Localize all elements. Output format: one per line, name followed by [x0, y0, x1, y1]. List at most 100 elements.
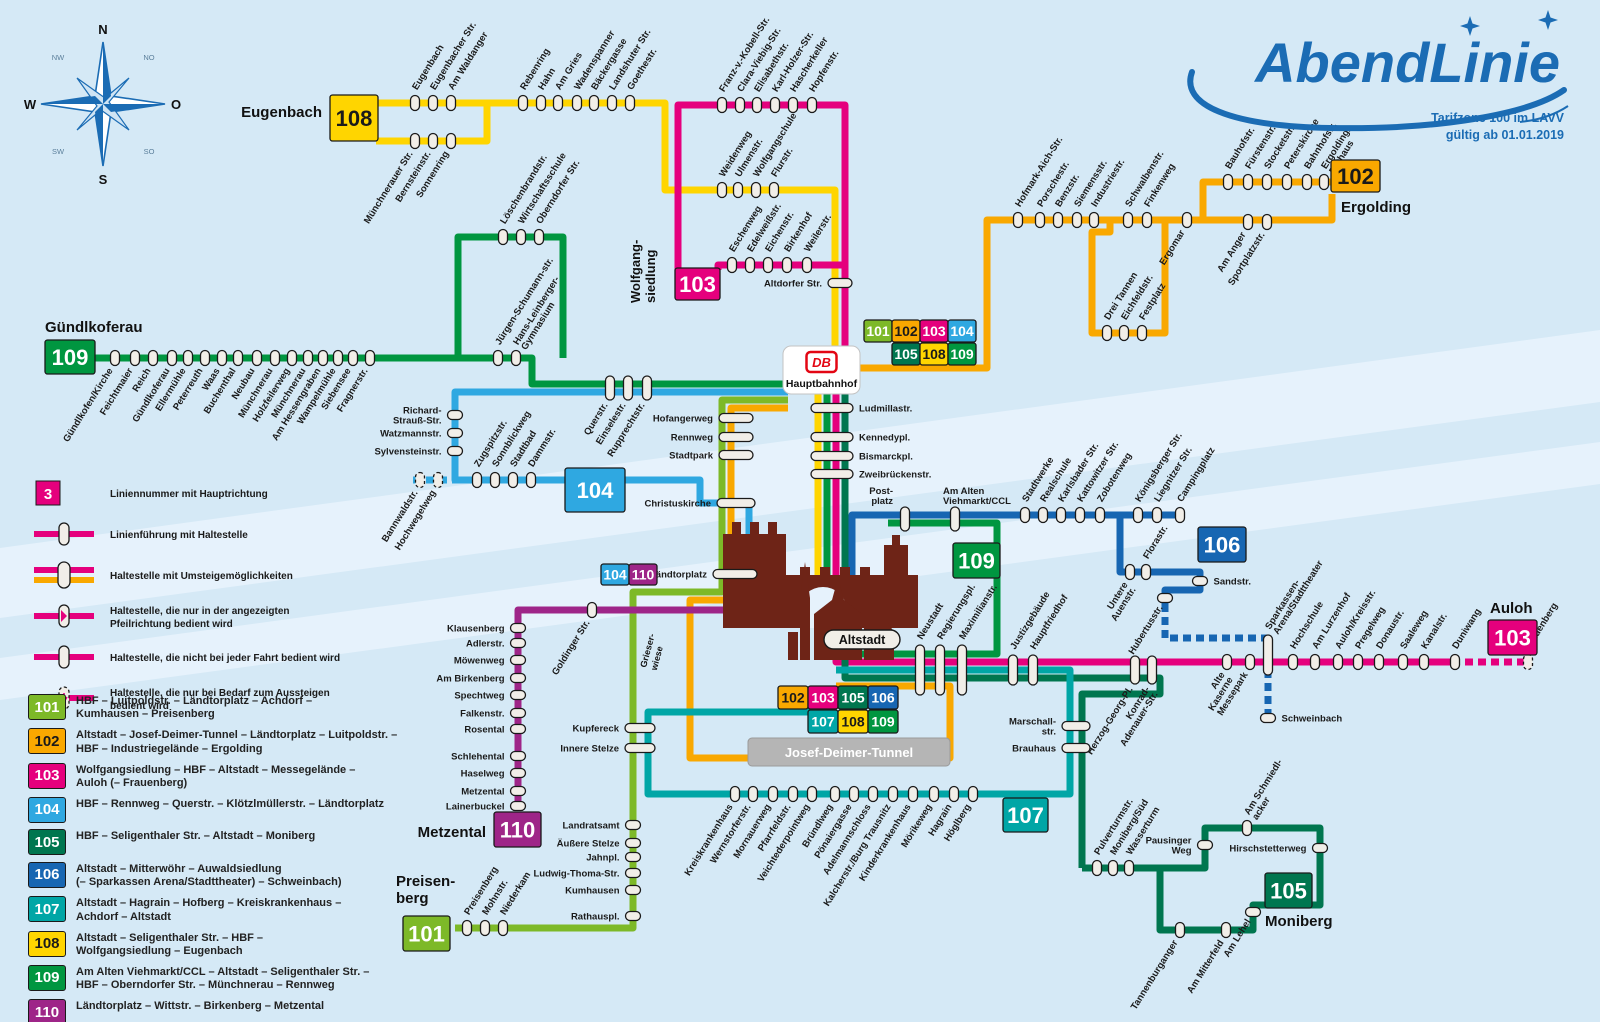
stop-label-group: Sparkassen-Arena/Stadttheater: [1263, 558, 1326, 636]
tariff-zone-text: Tarifzone 100 im LAVV: [1431, 111, 1565, 125]
line-badge-number: 103: [922, 323, 946, 339]
place-label-group: Grieser-wiese: [638, 633, 667, 673]
stop-label-group: Goldinger Str.: [550, 618, 593, 677]
stop-label: Rennweg: [671, 433, 713, 444]
stop-label-line: Kumhausen: [565, 886, 620, 897]
map-stop: [1332, 653, 1344, 671]
map-stop: [747, 785, 759, 803]
map-stop: [787, 96, 799, 114]
map-stop: [509, 672, 527, 684]
map-stop: [1141, 211, 1153, 229]
legend-symbol: [32, 642, 110, 677]
stop-label-line: Hirschstetterweg: [1229, 844, 1306, 855]
map-stop: [1242, 213, 1254, 231]
compass-so: SO: [144, 147, 155, 156]
stop-label: Am Schmiedl-acker: [1242, 758, 1293, 823]
logo-text: AbendLinie: [1253, 31, 1560, 94]
map-stop: [509, 723, 527, 735]
map-stop: [302, 349, 314, 367]
map-stop: [1151, 506, 1163, 524]
map-stop: [552, 94, 564, 112]
route-list-item: 103 Wolfgangsiedlung – HBF – Altstadt – M…: [28, 762, 418, 791]
line-110: [514, 578, 744, 810]
line-badge: [1264, 872, 1313, 909]
line-badge-number: 103: [811, 690, 835, 706]
map-stop: [1220, 921, 1232, 939]
stop-label: Ludmillastr.: [859, 404, 912, 415]
place-label: Ergolding: [1341, 199, 1411, 216]
line-101: [455, 396, 788, 932]
map-stop: [509, 622, 527, 634]
place-label-line: Metzental: [418, 824, 486, 841]
map-stop: [251, 349, 263, 367]
map-stop: [641, 375, 653, 401]
line-badge-number: 109: [958, 549, 995, 574]
map-stop: [732, 181, 744, 199]
line-badge: [674, 267, 721, 301]
stop-label-line: Falkenstr.: [460, 709, 504, 720]
legend-text: Linienführung mit Haltestelle: [110, 530, 248, 542]
legend-symbol: [32, 601, 110, 636]
map-stop: [129, 349, 141, 367]
map-stop: [1107, 859, 1119, 877]
stop-label: Rosental: [464, 725, 504, 736]
stop-label-line: Jahnpl.: [586, 853, 619, 864]
place-label-group: Wolfgang-siedlung: [628, 240, 658, 303]
stop-label-line: Hofangerweg: [653, 414, 713, 425]
map-stop: [1074, 506, 1086, 524]
legend-item: Haltestelle mit Umsteigemöglichkeiten: [32, 560, 362, 595]
line-badge-number: 102: [1337, 164, 1374, 189]
compass-n: N: [98, 22, 107, 37]
map-stop: [432, 471, 444, 489]
line-badge: [947, 319, 977, 343]
logo-swoosh-tail: [1519, 105, 1569, 123]
map-stop: [232, 349, 244, 367]
route-badge: 103: [28, 762, 66, 789]
line-badge-number: 108: [922, 346, 946, 362]
map-stop: [726, 256, 738, 274]
map-stop: [1019, 506, 1031, 524]
route-badge: 108: [28, 930, 66, 957]
map-stop: [787, 785, 799, 803]
map-stop: [762, 256, 774, 274]
map-stop: [781, 256, 793, 274]
stop-label-line: Am Alten: [943, 486, 985, 497]
map-stop: [166, 349, 178, 367]
stop-label-line: Duniwang: [1450, 607, 1483, 651]
stop-label-line: Äußere Stelze: [557, 839, 620, 850]
stop-label: Zweibrückenstr.: [859, 470, 931, 481]
route-description: Ländtorplatz – Wittstr. – Birkenberg – M…: [76, 1000, 325, 1013]
number-legend-icon: 3: [35, 480, 61, 506]
line-badge-number: 104: [603, 567, 627, 583]
map-stop: [446, 427, 464, 439]
map-stop: [535, 94, 547, 112]
line-108: [487, 99, 839, 352]
dashed-legend-icon: [34, 645, 94, 669]
map-stop: [624, 910, 642, 922]
stop-label-line: Altdorfer Str.: [764, 279, 822, 290]
stop-label: Goldinger Str.: [550, 618, 593, 677]
stop-label: Spechtweg: [454, 691, 504, 702]
line-badge-number: 110: [632, 567, 655, 583]
line-badge: [564, 467, 626, 513]
map-stop: [409, 94, 421, 112]
map-stop: [750, 181, 762, 199]
place-label: Preisen-berg: [396, 873, 455, 907]
map-stop: [624, 837, 642, 849]
map-stop: [934, 644, 946, 696]
compass-star: [40, 41, 166, 167]
place-label: Metzental: [418, 824, 486, 841]
stop-label: Richard-Strauß-Str.: [393, 406, 442, 427]
stop-label-line: Innere Stelze: [560, 744, 619, 755]
map-stop: [1122, 211, 1134, 229]
place-label: Grieser-wiese: [638, 633, 667, 673]
line-badge-number: 109: [52, 345, 89, 370]
place-label: Gündlkoferau: [45, 319, 143, 336]
stop-label: UntereAuenstr.: [1101, 580, 1139, 623]
map-stop: [1146, 655, 1158, 685]
route-description: Wolfgangsiedlung – HBF – Altstadt – Mess…: [76, 763, 356, 790]
legend-symbol: [32, 560, 110, 595]
map-stop: [1055, 506, 1067, 524]
